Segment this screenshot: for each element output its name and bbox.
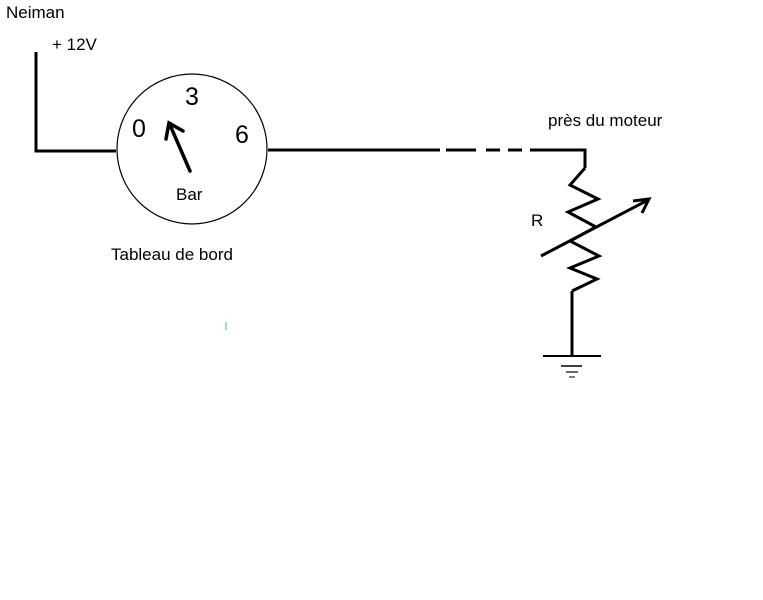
- neiman-label: Neiman: [6, 3, 65, 22]
- near-engine-label: près du moteur: [548, 111, 663, 130]
- supply-label: + 12V: [52, 35, 98, 54]
- dashboard-label: Tableau de bord: [111, 245, 233, 264]
- gauge-needle: [164, 120, 192, 173]
- sensor-wire-end: [530, 148, 587, 168]
- gauge-dial: [116, 73, 268, 225]
- resistor-label: R: [531, 211, 543, 230]
- variable-resistor-arrow: [540, 197, 652, 258]
- supply-wire: [34, 52, 116, 153]
- gauge-unit-label: Bar: [176, 185, 203, 204]
- ground-icon: [543, 355, 601, 378]
- gauge-tick-3: 3: [185, 83, 199, 111]
- gauge-tick-6: 6: [235, 121, 249, 149]
- gauge-tick-0: 0: [132, 115, 146, 143]
